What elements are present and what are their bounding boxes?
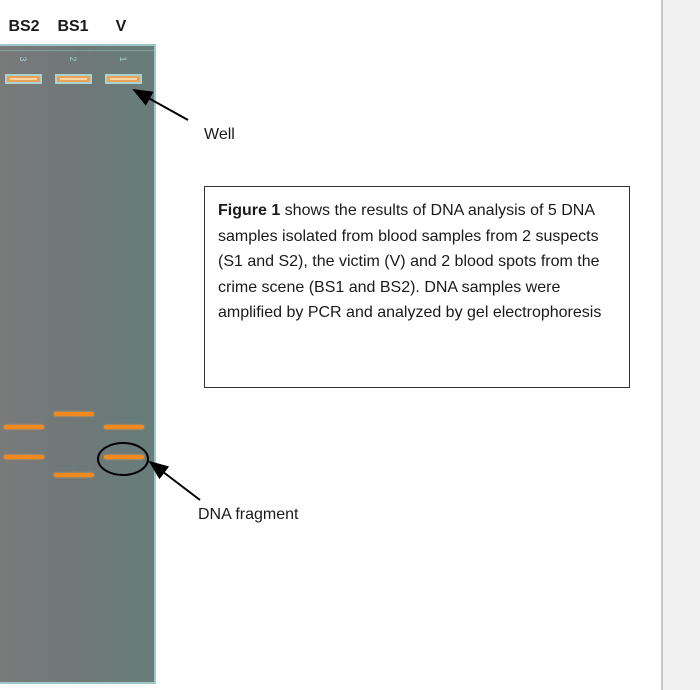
fragment-arrow — [148, 460, 201, 501]
gel-top-edge — [0, 50, 154, 51]
dna-band — [4, 455, 44, 459]
well-label: Well — [204, 126, 235, 143]
dna-band — [4, 425, 44, 429]
scrollbar-gutter — [661, 0, 700, 690]
figure-reference: Figure 1 — [218, 202, 281, 219]
lane-label-bs1: BS1 — [57, 18, 89, 35]
well-arrow — [132, 89, 189, 121]
well-lane-v — [105, 74, 142, 84]
well-lane-bs1 — [55, 74, 92, 84]
figure-caption-box: Figure 1 shows the results of DNA analys… — [204, 186, 630, 388]
lane-label-bs2: BS2 — [8, 18, 40, 35]
caption-text: shows the results of DNA analysis of 5 D… — [218, 202, 602, 321]
dna-band — [54, 412, 94, 416]
fragment-highlight-circle — [97, 442, 149, 476]
well-lane-bs2 — [5, 74, 42, 84]
gel-slab: 3 2 1 — [0, 44, 156, 684]
lane-label-v: V — [115, 18, 127, 35]
dna-band — [104, 455, 144, 459]
dna-fragment-label: DNA fragment — [198, 506, 299, 523]
dna-band — [104, 425, 144, 429]
dna-band — [54, 473, 94, 477]
